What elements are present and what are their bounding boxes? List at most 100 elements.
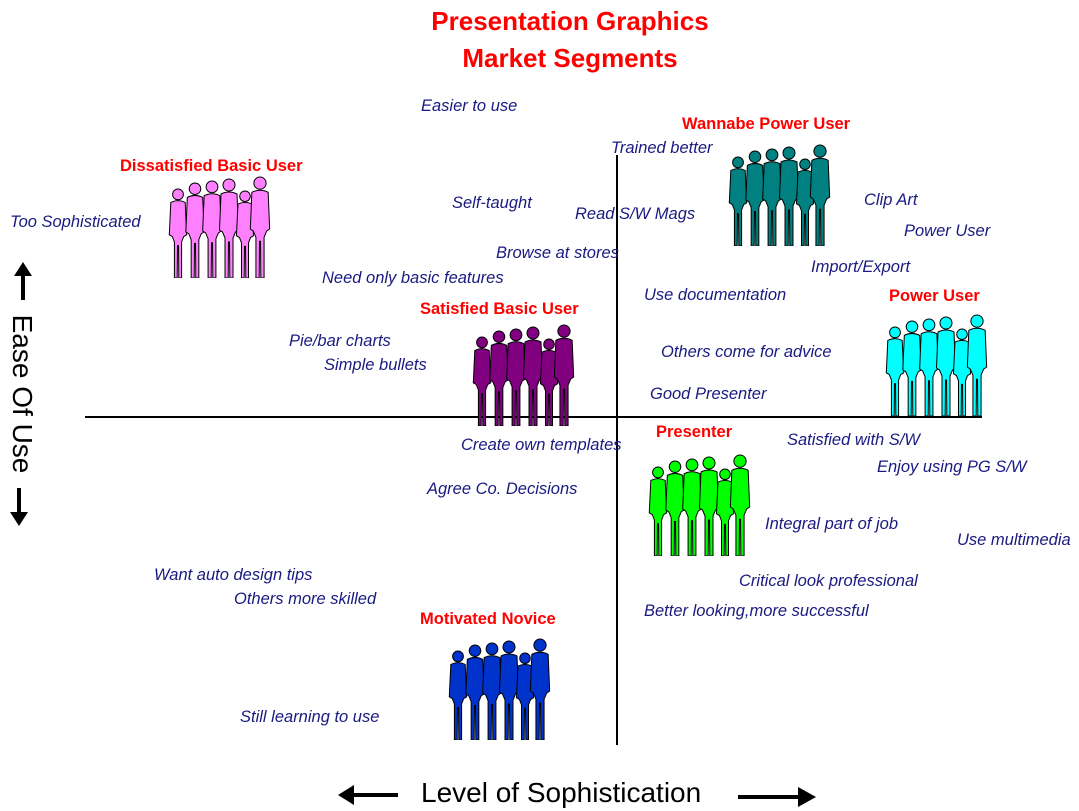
person-head-icon — [732, 156, 744, 169]
person-head-icon — [452, 650, 464, 663]
person-head-icon — [502, 640, 516, 654]
person-silhouette-icon — [682, 471, 702, 556]
person-silhouette-icon — [729, 467, 751, 556]
person-head-icon — [519, 652, 531, 665]
person-head-icon — [509, 328, 523, 342]
person-head-icon — [905, 320, 919, 334]
segment-power-user-figures — [880, 310, 992, 416]
people-group-icon — [728, 144, 831, 246]
person-head-icon — [222, 178, 236, 192]
note-clip-art: Clip Art — [864, 191, 918, 209]
segment-satisfied-basic-figures — [467, 320, 579, 426]
vertical-axis — [616, 155, 618, 745]
person-silhouette-icon — [698, 469, 720, 556]
note-read-sw-mags: Read S/W Mags — [575, 205, 696, 223]
note-better-looking-more-successful: Better looking,more successful — [644, 602, 869, 620]
person-silhouette-icon — [745, 162, 765, 246]
note-power-user: Power User — [904, 222, 991, 240]
person-silhouette-icon — [762, 161, 782, 246]
person-head-icon — [719, 468, 731, 481]
person-head-icon — [492, 330, 506, 344]
person-head-icon — [485, 642, 499, 656]
segment-label-motivated-novice: Motivated Novice — [420, 610, 556, 628]
note-create-own-templates: Create own templates — [461, 436, 622, 454]
note-critical-look-professional: Critical look professional — [739, 572, 918, 590]
person-head-icon — [253, 176, 267, 190]
people-group-icon — [168, 176, 271, 278]
note-satisfied-with-sw: Satisfied with S/W — [787, 431, 920, 449]
people-group-icon — [448, 638, 551, 740]
person-head-icon — [526, 326, 540, 340]
person-silhouette-icon — [515, 663, 535, 740]
segment-label-satisfied-basic: Satisfied Basic User — [420, 300, 579, 318]
person-head-icon — [685, 458, 699, 472]
person-head-icon — [799, 158, 811, 171]
person-silhouette-icon — [966, 327, 988, 416]
note-enjoy-using-pg-sw: Enjoy using PG S/W — [877, 458, 1027, 476]
note-pie-bar-charts: Pie/bar charts — [289, 332, 391, 350]
segment-label-wannabe-power: Wannabe Power User — [682, 115, 851, 133]
person-head-icon — [652, 466, 664, 479]
person-silhouette-icon — [952, 339, 972, 416]
person-head-icon — [970, 314, 984, 328]
person-head-icon — [702, 456, 716, 470]
person-silhouette-icon — [522, 339, 544, 426]
person-silhouette-icon — [168, 200, 188, 278]
segment-label-dissatisfied-basic: Dissatisfied Basic User — [120, 157, 303, 175]
segment-wannabe-power-figures — [723, 140, 835, 246]
person-head-icon — [782, 146, 796, 160]
person-silhouette-icon — [202, 193, 222, 278]
people-group-icon — [885, 314, 988, 416]
person-silhouette-icon — [235, 201, 255, 278]
note-easier-to-use: Easier to use — [421, 97, 518, 115]
person-silhouette-icon — [715, 479, 735, 556]
person-silhouette-icon — [539, 349, 559, 426]
note-still-learning-to-use: Still learning to use — [240, 708, 380, 726]
note-integral-part-of-job: Integral part of job — [765, 515, 898, 533]
title-line-1: Presentation Graphics — [431, 6, 709, 36]
note-use-documentation: Use documentation — [644, 286, 787, 304]
person-head-icon — [239, 190, 251, 203]
arrow-right-icon — [738, 787, 816, 807]
person-head-icon — [939, 316, 953, 330]
person-silhouette-icon — [249, 189, 271, 278]
person-silhouette-icon — [795, 169, 815, 246]
person-silhouette-icon — [448, 662, 468, 740]
person-silhouette-icon — [498, 653, 520, 740]
person-head-icon — [668, 460, 682, 474]
title-line-2: Market Segments — [462, 43, 678, 73]
person-head-icon — [205, 180, 219, 194]
person-silhouette-icon — [489, 342, 509, 426]
note-use-multimedia: Use multimedia — [957, 531, 1071, 549]
segment-label-presenter: Presenter — [656, 423, 733, 441]
segment-label-power-user: Power User — [889, 287, 980, 305]
x-axis-label: Level of Sophistication — [421, 777, 702, 808]
person-silhouette-icon — [728, 168, 748, 246]
person-silhouette-icon — [902, 332, 922, 416]
y-axis-label: Ease Of Use — [7, 314, 38, 474]
note-simple-bullets: Simple bullets — [324, 356, 427, 374]
person-silhouette-icon — [935, 329, 957, 416]
person-silhouette-icon — [185, 194, 205, 278]
person-head-icon — [468, 644, 482, 658]
person-head-icon — [922, 318, 936, 332]
segment-dissatisfied-basic-figures — [163, 172, 275, 278]
note-import-export: Import/Export — [811, 258, 911, 276]
note-want-auto-design-tips: Want auto design tips — [154, 566, 313, 584]
note-browse-at-stores: Browse at stores — [496, 244, 619, 262]
person-head-icon — [188, 182, 202, 196]
person-silhouette-icon — [482, 655, 502, 740]
note-others-more-skilled: Others more skilled — [234, 590, 377, 608]
person-head-icon — [956, 328, 968, 341]
person-head-icon — [543, 338, 555, 351]
person-silhouette-icon — [465, 656, 485, 740]
person-head-icon — [765, 148, 779, 162]
note-need-only-basic-features: Need only basic features — [322, 269, 504, 287]
arrow-down-icon — [10, 488, 28, 526]
segment-motivated-novice-figures — [443, 634, 555, 740]
arrow-left-icon — [338, 785, 398, 805]
person-silhouette-icon — [665, 472, 685, 556]
people-group-icon — [472, 324, 575, 426]
person-silhouette-icon — [885, 338, 905, 416]
person-silhouette-icon — [648, 478, 668, 556]
